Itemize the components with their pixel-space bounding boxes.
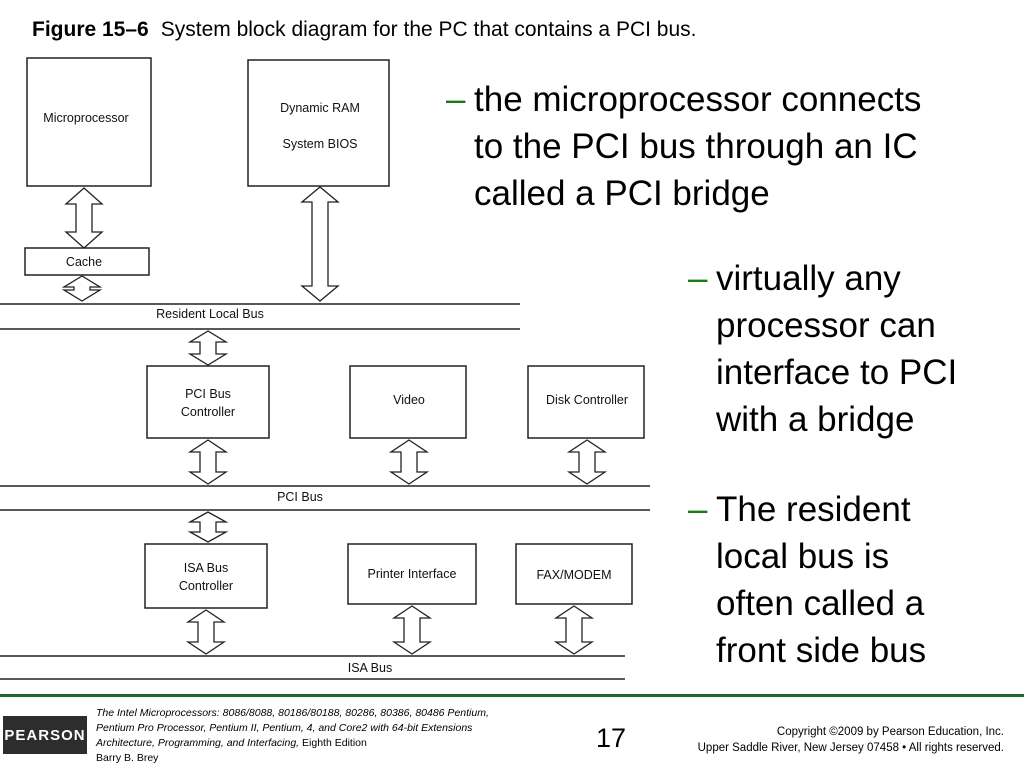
figure-caption: System block diagram for the PC that con… bbox=[160, 18, 697, 41]
pci-controller-label-2: Controller bbox=[181, 405, 235, 419]
arrow-fax-isabus bbox=[553, 605, 595, 655]
book-citation: The Intel Microprocessors: 8086/8088, 80… bbox=[96, 706, 489, 766]
arrow-resident-pcictrl bbox=[187, 330, 229, 366]
book-author: Barry B. Brey bbox=[96, 752, 159, 764]
pci-controller-block bbox=[146, 365, 270, 439]
bullet-3-line-2: local bus is bbox=[716, 537, 890, 576]
isa-controller-label-1: ISA Bus bbox=[184, 561, 228, 575]
arrow-cache-bus bbox=[61, 275, 103, 302]
copyright: Copyright ©2009 by Pearson Education, In… bbox=[698, 724, 1004, 756]
isa-controller-block bbox=[144, 543, 268, 609]
cache-block bbox=[24, 247, 150, 276]
arrow-isactrl-isabus bbox=[185, 609, 227, 655]
dram-bios-block bbox=[247, 59, 390, 187]
bullet-3: – The resident local bus is often called… bbox=[688, 486, 927, 674]
bullet-3-dash: – bbox=[688, 490, 708, 529]
page-number: 17 bbox=[596, 723, 627, 753]
arrow-dram-bus bbox=[300, 186, 340, 302]
book-subtitle-2: Pentium Pro Processor, Pentium II, Penti… bbox=[96, 722, 473, 734]
bullet-1-line-1: the microprocessor connects bbox=[474, 80, 922, 119]
bullet-2: – virtually any processor can interface … bbox=[688, 255, 958, 443]
pci-block-diagram: Microprocessor Dynamic RAM System BIOS C… bbox=[0, 57, 650, 680]
book-title: The Intel Microprocessors: bbox=[96, 707, 220, 719]
microprocessor-block bbox=[26, 57, 152, 187]
arrow-pcibus-isactrl bbox=[187, 511, 229, 543]
bullet-1-line-2: to the PCI bus through an IC bbox=[474, 127, 918, 166]
copyright-line-1: Copyright ©2009 by Pearson Education, In… bbox=[776, 726, 1004, 738]
book-subtitle-3: Architecture, Programming, and Interfaci… bbox=[96, 737, 300, 749]
bullet-1: – the microprocessor connects to the PCI… bbox=[446, 76, 922, 217]
footer-divider bbox=[0, 694, 1024, 697]
dram-label: Dynamic RAM bbox=[280, 101, 360, 115]
bullet-3-line-3: often called a bbox=[716, 584, 925, 623]
arrow-pcictrl-pcibus bbox=[187, 439, 229, 485]
bios-label: System BIOS bbox=[282, 137, 357, 151]
isa-controller-label-2: Controller bbox=[179, 579, 233, 593]
bullet-1-line-3: called a PCI bridge bbox=[474, 174, 770, 213]
bullet-3-line-1: The resident bbox=[716, 490, 911, 529]
bullet-2-line-1: virtually any bbox=[716, 259, 901, 298]
figure-label: Figure 15–6 bbox=[32, 18, 149, 41]
fax-modem-block bbox=[515, 543, 633, 605]
microprocessor-label: Microprocessor bbox=[43, 111, 128, 125]
bullet-1-dash: – bbox=[446, 80, 466, 119]
slide-title: Figure 15–6 System block diagram for the … bbox=[32, 18, 696, 42]
arrow-printer-isabus bbox=[391, 605, 433, 655]
book-subtitle-1: 8086/8088, 80186/80188, 80286, 80386, 80… bbox=[222, 707, 489, 719]
disk-controller-block bbox=[527, 365, 645, 439]
bullet-2-line-2: processor can bbox=[716, 306, 936, 345]
pci-bus-label: PCI Bus bbox=[277, 490, 323, 504]
printer-interface-block bbox=[347, 543, 477, 605]
isa-bus-label: ISA Bus bbox=[348, 661, 392, 675]
book-edition: Eighth Edition bbox=[302, 737, 367, 749]
video-label: Video bbox=[393, 393, 425, 407]
arrow-disk-pcibus bbox=[566, 439, 608, 485]
bullet-2-line-3: interface to PCI bbox=[716, 353, 958, 392]
disk-controller-label: Disk Controller bbox=[546, 393, 628, 407]
video-block bbox=[349, 365, 467, 439]
fax-modem-label: FAX/MODEM bbox=[536, 568, 611, 582]
cache-label: Cache bbox=[66, 255, 102, 269]
bullet-3-line-4: front side bus bbox=[716, 631, 927, 670]
arrow-cpu-cache bbox=[64, 187, 104, 249]
pearson-logo: PEARSON bbox=[3, 716, 87, 754]
pci-controller-label-1: PCI Bus bbox=[185, 387, 231, 401]
copyright-line-2: Upper Saddle River, New Jersey 07458 • A… bbox=[697, 742, 1004, 754]
bullet-2-dash: – bbox=[688, 259, 708, 298]
printer-interface-label: Printer Interface bbox=[368, 567, 457, 581]
bullet-2-line-4: with a bridge bbox=[716, 400, 915, 439]
resident-bus-label: Resident Local Bus bbox=[156, 307, 264, 321]
arrow-video-pcibus bbox=[388, 439, 430, 485]
